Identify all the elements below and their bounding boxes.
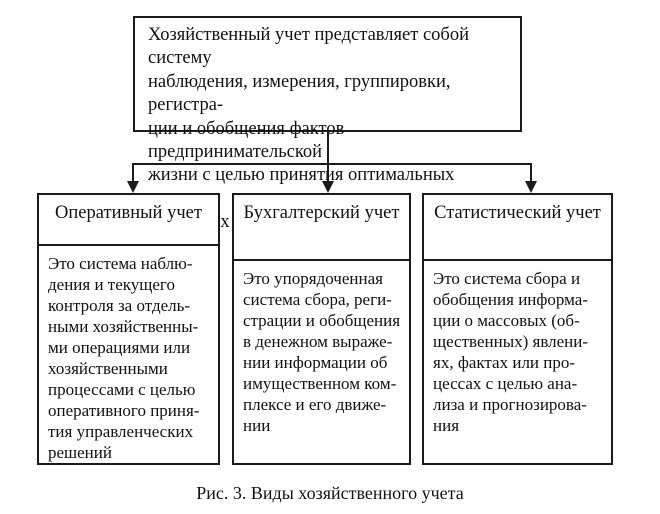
root-definition-box: Хозяйственный учет представляет собой си… xyxy=(133,16,522,232)
figure-caption: Рис. 3. Виды хозяйственного учета xyxy=(196,483,464,503)
connector-horizontal-line xyxy=(132,163,532,165)
branch-box-accounting: Бухгалтерский учет Это упорядоченная сис… xyxy=(232,193,411,465)
connector-right-drop-line xyxy=(530,163,532,182)
connector-stem-line xyxy=(327,131,329,182)
connector-left-drop-line xyxy=(132,163,134,182)
branch-description-accounting: Это упорядоченная система сбора, реги- с… xyxy=(243,269,401,435)
branch-description-statistical: Это система сбора и обобщения информа- ц… xyxy=(433,269,589,435)
branch-description-operational: Это система наблю- дения и текущего конт… xyxy=(48,254,200,462)
branch-title-operational: Оперативный учет xyxy=(39,195,218,246)
arrow-down-icon xyxy=(127,181,139,193)
arrow-down-icon xyxy=(525,181,537,193)
branch-box-statistical: Статистический учет Это система сбора и … xyxy=(422,193,613,465)
branch-title-statistical: Статистический учет xyxy=(424,195,611,261)
arrow-down-icon xyxy=(322,181,334,193)
branch-title-accounting: Бухгалтерский учет xyxy=(234,195,409,261)
branch-box-operational: Оперативный учет Это система наблю- дени… xyxy=(37,193,220,465)
